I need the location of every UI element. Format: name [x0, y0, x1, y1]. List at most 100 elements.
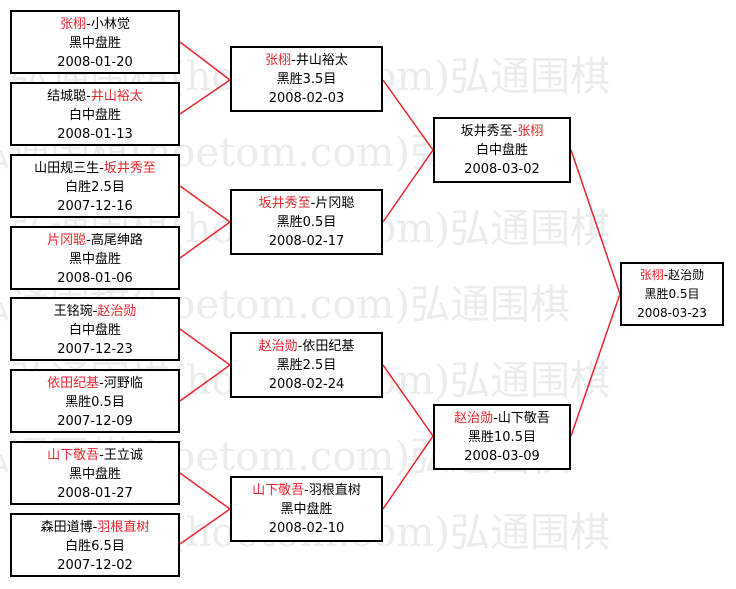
match-result: 黑胜3.5目: [276, 72, 337, 87]
match-box: 王铭琬-赵治勋 白中盘胜 2007-12-23: [10, 297, 180, 361]
match-date: 2008-02-03: [268, 91, 345, 106]
match-players: 山田规三生-坂井秀至: [12, 159, 178, 178]
player-name-winner: 片冈聪: [47, 233, 87, 248]
player-name: 依田纪基: [302, 339, 355, 354]
player-name: 森田道博: [40, 520, 93, 535]
separator: -: [92, 304, 98, 319]
match-box: 张栩-井山裕太 黑胜3.5目 2008-02-03: [230, 46, 383, 112]
match-players: 赵治勋-山下敬吾: [435, 409, 569, 428]
connector-line: [570, 149, 621, 437]
match-result: 白胜6.5目: [65, 539, 125, 554]
connector-line: [179, 472, 232, 545]
player-name: 山田规三生: [34, 161, 100, 176]
match-date: 2008-01-13: [57, 127, 133, 142]
match-result: 白中盘胜: [68, 323, 121, 338]
player-name-winner: 坂井秀至: [103, 161, 156, 176]
separator: -: [663, 268, 669, 282]
match-result: 黑胜10.5目: [468, 430, 536, 445]
match-date: 2008-02-10: [268, 521, 345, 536]
match-date: 2008-01-06: [57, 271, 133, 286]
match-players: 森田道博-羽根直树: [12, 518, 178, 537]
match-players: 结城聪-井山裕太: [12, 87, 178, 106]
match-date: 2007-12-16: [57, 199, 133, 214]
match-result: 黑中盘胜: [68, 467, 121, 482]
separator: -: [512, 124, 518, 139]
match-date: 2007-12-09: [57, 414, 133, 429]
match-box: 山下敬吾-王立诚 黑中盘胜 2008-01-27: [10, 441, 180, 505]
match-date: 2007-12-02: [57, 558, 133, 573]
match-players: 王铭琬-赵治勋: [12, 302, 178, 321]
player-name-winner: 赵治勋: [258, 339, 298, 354]
separator: -: [99, 448, 104, 463]
match-players: 依田纪基-河野临: [12, 374, 178, 393]
player-name: 羽根直树: [308, 483, 361, 498]
player-name: 坂井秀至: [460, 124, 513, 139]
match-box: 山田规三生-坂井秀至 白胜2.5目 2007-12-16: [10, 154, 180, 218]
match-result: 黑胜0.5目: [65, 395, 125, 410]
connector-line: [179, 41, 232, 115]
player-name: 井山裕太: [295, 53, 348, 68]
separator: -: [99, 161, 104, 176]
separator: -: [297, 339, 303, 354]
match-box: 山下敬吾-羽根直树 黑中盘胜 2008-02-10: [230, 476, 383, 542]
final-match-box: 张栩-赵治勋 黑胜0.5目 2008-03-23: [620, 262, 724, 326]
match-result: 黑中盘胜: [68, 252, 121, 267]
player-name: 王立诚: [103, 448, 143, 463]
player-name-winner: 张栩: [60, 17, 87, 32]
match-players: 山下敬吾-羽根直树: [232, 481, 381, 500]
player-name: 王铭琬: [53, 304, 93, 319]
connector-line: [382, 79, 434, 223]
player-name: 结城聪: [47, 89, 87, 104]
player-name: 河野临: [103, 376, 143, 391]
connector-line: [179, 328, 232, 402]
player-name: 赵治勋: [668, 268, 705, 282]
match-box: 坂井秀至-片冈聪 黑胜0.5目 2008-02-17: [230, 189, 383, 255]
match-players: 张栩-小林觉: [12, 15, 178, 34]
match-players: 张栩-井山裕太: [232, 51, 381, 70]
match-result: 黑中盘胜: [68, 36, 121, 51]
match-result: 白中盘胜: [68, 108, 121, 123]
match-players: 山下敬吾-王立诚: [12, 446, 178, 465]
player-name-winner: 赵治勋: [97, 304, 137, 319]
match-box: 赵治勋-山下敬吾 黑胜10.5目 2008-03-09: [433, 404, 571, 470]
player-name: 片冈聪: [315, 196, 355, 211]
separator: -: [86, 17, 91, 32]
match-box: 赵治勋-依田纪基 黑胜2.5目 2008-02-24: [230, 332, 383, 398]
match-players: 坂井秀至-片冈聪: [232, 194, 381, 213]
match-date: 2008-01-27: [57, 486, 133, 501]
match-box: 张栩-小林觉 黑中盘胜 2008-01-20: [10, 10, 180, 74]
connector-line: [382, 364, 434, 510]
player-name-winner: 张栩: [265, 53, 292, 68]
player-name: 小林觉: [90, 17, 130, 32]
match-box: 片冈聪-高尾绅路 黑中盘胜 2008-01-06: [10, 226, 180, 290]
player-name-winner: 坂井秀至: [258, 196, 311, 211]
player-name-winner: 羽根直树: [97, 520, 150, 535]
separator: -: [291, 53, 296, 68]
separator: -: [310, 196, 316, 211]
player-name: 山下敬吾: [497, 411, 550, 426]
match-date: 2008-01-20: [57, 55, 133, 70]
connector-line: [179, 185, 232, 259]
match-box: 结城聪-井山裕太 白中盘胜 2008-01-13: [10, 82, 180, 146]
match-players: 张栩-赵治勋: [622, 266, 722, 285]
match-result: 黑中盘胜: [280, 502, 333, 517]
match-date: 2008-03-09: [464, 449, 540, 464]
match-date: 2008-03-02: [464, 162, 540, 177]
match-players: 片冈聪-高尾绅路: [12, 231, 178, 250]
match-date: 2008-03-23: [637, 306, 707, 320]
separator: -: [86, 233, 91, 248]
match-result: 白胜2.5目: [65, 180, 125, 195]
match-date: 2007-12-23: [57, 342, 133, 357]
match-result: 黑胜0.5目: [276, 215, 337, 230]
match-players: 坂井秀至-张栩: [435, 122, 569, 141]
separator: -: [99, 376, 104, 391]
match-box: 森田道博-羽根直树 白胜6.5目 2007-12-02: [10, 513, 180, 577]
match-result: 黑胜2.5目: [276, 358, 337, 373]
separator: -: [92, 520, 98, 535]
match-result: 黑胜0.5目: [644, 287, 700, 301]
match-box: 依田纪基-河野临 黑胜0.5目 2007-12-09: [10, 369, 180, 433]
separator: -: [86, 89, 91, 104]
player-name-winner: 井山裕太: [90, 89, 143, 104]
player-name-winner: 赵治勋: [454, 411, 494, 426]
player-name-winner: 山下敬吾: [47, 448, 100, 463]
